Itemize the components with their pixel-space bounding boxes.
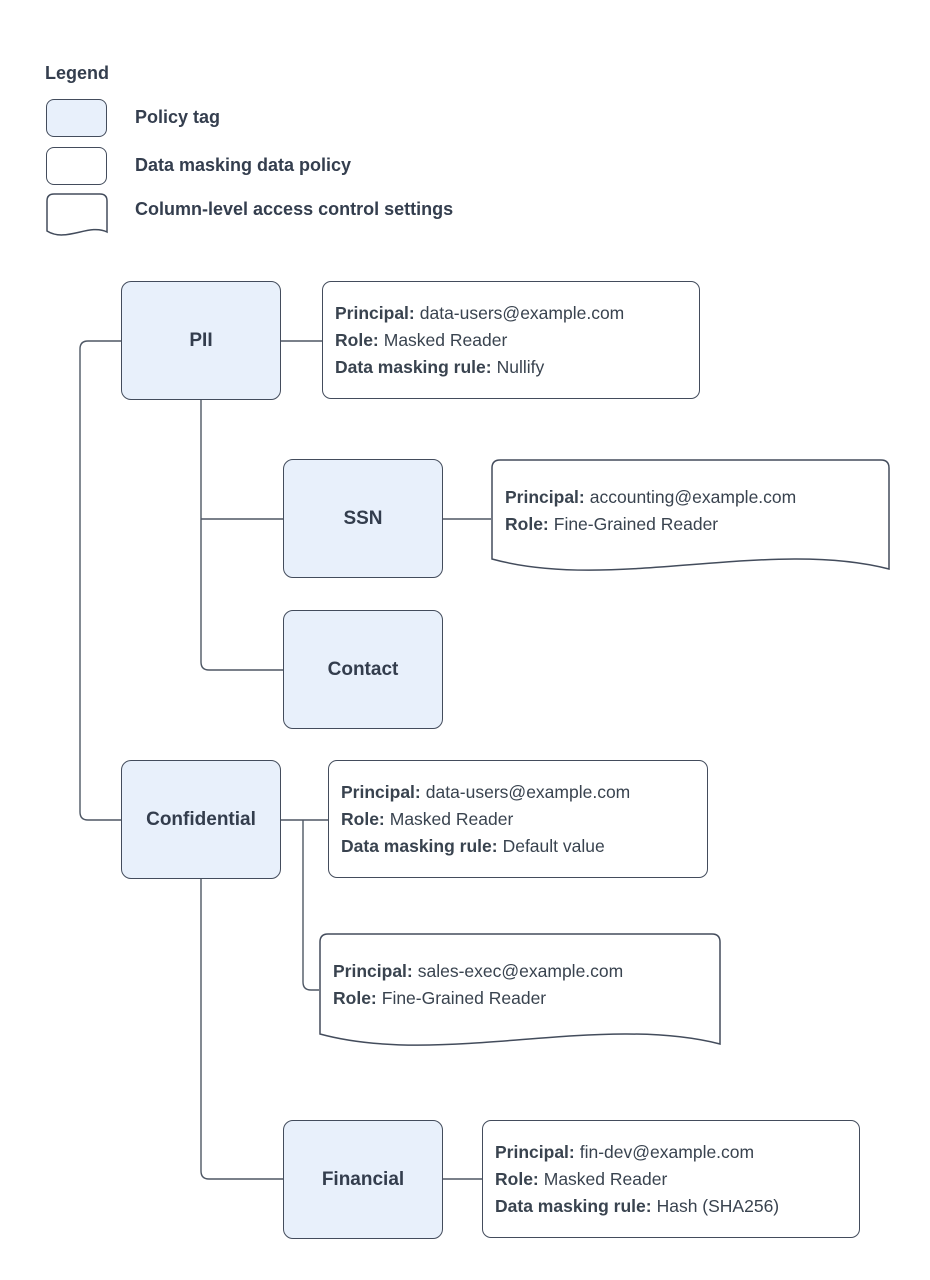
policy-field-label: Principal: bbox=[505, 487, 585, 507]
policy-line: Principal:fin-dev@example.com bbox=[495, 1139, 853, 1166]
connector-confidential-to-financial bbox=[200, 879, 283, 1180]
policy-field-value: Masked Reader bbox=[383, 329, 508, 350]
legend-swatch-policy-tag-icon bbox=[46, 99, 107, 137]
access-settings-doc-confidential: Principal:sales-exec@example.com Role:Fi… bbox=[319, 933, 721, 1057]
policy-tag-node-pii: PII bbox=[121, 281, 281, 400]
policy-tag-node-financial: Financial bbox=[283, 1120, 443, 1239]
policy-line: Role:Fine-Grained Reader bbox=[333, 985, 721, 1012]
policy-line: Role:Masked Reader bbox=[335, 327, 693, 354]
policy-line: Principal:accounting@example.com bbox=[505, 484, 890, 511]
legend-item-policy-tag: Policy tag bbox=[135, 107, 221, 127]
policy-tag-label: PII bbox=[189, 329, 213, 351]
policy-field-value: accounting@example.com bbox=[589, 487, 797, 507]
policy-field-value: Nullify bbox=[496, 356, 545, 377]
access-settings-text: Principal:accounting@example.com Role:Fi… bbox=[505, 484, 890, 538]
policy-field-label: Role: bbox=[335, 329, 379, 350]
connector-pii-to-contact bbox=[200, 400, 283, 671]
policy-line: Role:Masked Reader bbox=[495, 1166, 853, 1193]
legend-item-column-access-settings: Column-level access control settings bbox=[135, 199, 454, 219]
policy-field-value: data-users@example.com bbox=[419, 302, 625, 323]
policy-field-label: Role: bbox=[341, 808, 385, 829]
policy-field-value: sales-exec@example.com bbox=[417, 961, 624, 981]
policy-field-value: Fine-Grained Reader bbox=[553, 514, 719, 534]
policy-field-value: data-users@example.com bbox=[425, 781, 631, 802]
policy-field-label: Principal: bbox=[335, 302, 415, 323]
policy-line: Principal:data-users@example.com bbox=[335, 300, 693, 327]
policy-field-value: fin-dev@example.com bbox=[579, 1141, 755, 1162]
policy-field-value: Fine-Grained Reader bbox=[381, 988, 547, 1008]
policy-tag-label: Confidential bbox=[146, 808, 256, 830]
data-policy-box-confidential: Principal:data-users@example.com Role:Ma… bbox=[328, 760, 708, 878]
policy-field-label: Principal: bbox=[495, 1141, 575, 1162]
policy-field-label: Role: bbox=[505, 514, 549, 534]
policy-tag-label: Contact bbox=[327, 658, 399, 680]
policy-field-label: Role: bbox=[495, 1168, 539, 1189]
legend-title: Legend bbox=[45, 63, 110, 83]
policy-field-label: Data masking rule: bbox=[335, 356, 492, 377]
policy-line: Role:Fine-Grained Reader bbox=[505, 511, 890, 538]
document-shape-icon bbox=[491, 459, 890, 571]
access-settings-text: Principal:sales-exec@example.com Role:Fi… bbox=[333, 958, 721, 1012]
policy-tag-node-ssn: SSN bbox=[283, 459, 443, 578]
policy-tag-label: SSN bbox=[343, 507, 383, 529]
policy-tag-label: Financial bbox=[321, 1168, 405, 1190]
policy-line: Data masking rule:Default value bbox=[341, 833, 701, 860]
connector-confidential-to-access-settings bbox=[302, 820, 319, 991]
policy-field-label: Data masking rule: bbox=[341, 835, 498, 856]
document-shape-icon bbox=[319, 933, 721, 1046]
policy-field-label: Data masking rule: bbox=[495, 1195, 652, 1216]
policy-field-label: Role: bbox=[333, 988, 377, 1008]
policy-line: Principal:sales-exec@example.com bbox=[333, 958, 721, 985]
policy-field-label: Principal: bbox=[341, 781, 421, 802]
policy-tag-node-confidential: Confidential bbox=[121, 760, 281, 879]
policy-line: Data masking rule:Nullify bbox=[335, 354, 693, 381]
policy-line: Role:Masked Reader bbox=[341, 806, 701, 833]
policy-field-value: Hash (SHA256) bbox=[656, 1195, 780, 1216]
legend-swatch-column-access-icon bbox=[46, 193, 108, 236]
policy-line: Data masking rule:Hash (SHA256) bbox=[495, 1193, 853, 1220]
policy-line: Principal:data-users@example.com bbox=[341, 779, 701, 806]
policy-field-value: Default value bbox=[502, 835, 605, 856]
data-policy-box-financial: Principal:fin-dev@example.com Role:Maske… bbox=[482, 1120, 860, 1238]
policy-field-value: Masked Reader bbox=[389, 808, 514, 829]
policy-tag-node-contact: Contact bbox=[283, 610, 443, 729]
data-policy-box-pii: Principal:data-users@example.com Role:Ma… bbox=[322, 281, 700, 399]
policy-field-label: Principal: bbox=[333, 961, 413, 981]
legend-swatch-data-policy-icon bbox=[46, 147, 107, 185]
policy-field-value: Masked Reader bbox=[543, 1168, 668, 1189]
connector-pii-to-confidential bbox=[79, 340, 121, 821]
legend-item-data-masking-policy: Data masking data policy bbox=[135, 155, 352, 175]
access-settings-doc-ssn: Principal:accounting@example.com Role:Fi… bbox=[491, 459, 890, 582]
